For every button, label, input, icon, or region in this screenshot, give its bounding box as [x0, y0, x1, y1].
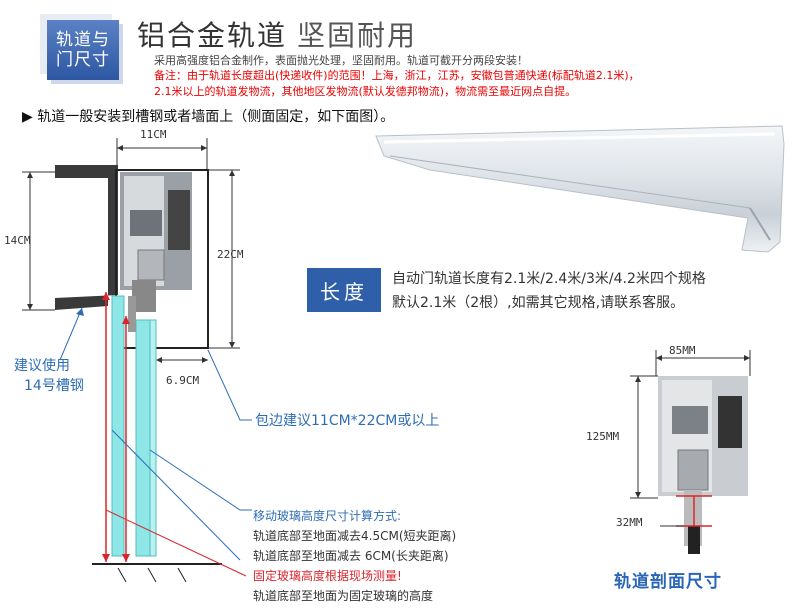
width-label: 11CM — [140, 128, 167, 141]
box-height-label: 22CM — [217, 248, 244, 261]
calc-line-2: 轨道底部至地面减去 6CM(长夹距离) — [253, 549, 449, 563]
section-diagram — [630, 350, 751, 554]
fixed-line: 轨道底部至地面为固定玻璃的高度 — [253, 589, 434, 603]
offset-label: 6.9CM — [166, 374, 200, 387]
height-label: 14CM — [4, 234, 31, 247]
wrap-suggestion: 包边建议11CM*22CM或以上 — [255, 413, 440, 429]
badge-line-2: 门尺寸 — [56, 50, 110, 70]
glass-calc: 移动玻璃高度尺寸计算方式: 轨道底部至地面减去4.5CM(短夹距离) 轨道底部至… — [253, 506, 456, 606]
section-width-label: 85MM — [669, 344, 696, 357]
fixed-title: 固定玻璃高度根据现场测量! — [253, 569, 402, 583]
note-line-2: 2.1米以上的轨道发物流，其他地区发物流(默认发德邦物流)，物流需至最近网点自提… — [154, 85, 577, 98]
section-badge: 轨道与 门尺寸 — [47, 20, 119, 80]
install-instruction: ▶ 轨道一般安装到槽钢或者墙面上（侧面固定，如下面图）。 — [22, 109, 395, 125]
product-description: 采用高强度铝合金制作，表面抛光处理，坚固耐用。轨道可截开分两段安装！ — [154, 54, 528, 67]
title-subtitle: 坚固耐用 — [297, 19, 418, 52]
calc-line-1: 轨道底部至地面减去4.5CM(短夹距离) — [253, 529, 457, 543]
length-line-2: 默认2.1米（2根）,如需其它规格,请联系客服。 — [392, 295, 685, 311]
rail-photo — [375, 125, 785, 253]
note-line-1: 备注：由于轨道长度超出(快递收件)的范围！上海，浙江，江苏，安徽包普通快递(标配… — [154, 69, 640, 82]
section-height-label: 125MM — [586, 430, 620, 443]
channel-line-1: 建议使用 — [14, 358, 70, 374]
length-badge: 长度 — [307, 268, 381, 312]
page-title: 铝合金轨道坚固耐用 — [137, 14, 417, 54]
channel-suggestion: 建议使用 14号槽钢 — [14, 356, 84, 396]
shipping-note: 备注：由于轨道长度超出(快递收件)的范围！上海，浙江，江苏，安徽包普通快递(标配… — [154, 68, 640, 100]
channel-line-2: 14号槽钢 — [24, 378, 84, 394]
section-bottom-label: 32MM — [616, 516, 643, 529]
length-line-1: 自动门轨道长度有2.1米/2.4米/3米/4.2米四个规格 — [392, 271, 706, 287]
badge-line-1: 轨道与 — [56, 30, 110, 50]
calc-title: 移动玻璃高度尺寸计算方式: — [253, 509, 402, 523]
title-main: 铝合金轨道 — [137, 19, 288, 52]
length-info: 自动门轨道长度有2.1米/2.4米/3米/4.2米四个规格 默认2.1米（2根）… — [392, 267, 706, 315]
install-diagram — [22, 138, 252, 583]
section-caption: 轨道剖面尺寸 — [614, 572, 722, 592]
